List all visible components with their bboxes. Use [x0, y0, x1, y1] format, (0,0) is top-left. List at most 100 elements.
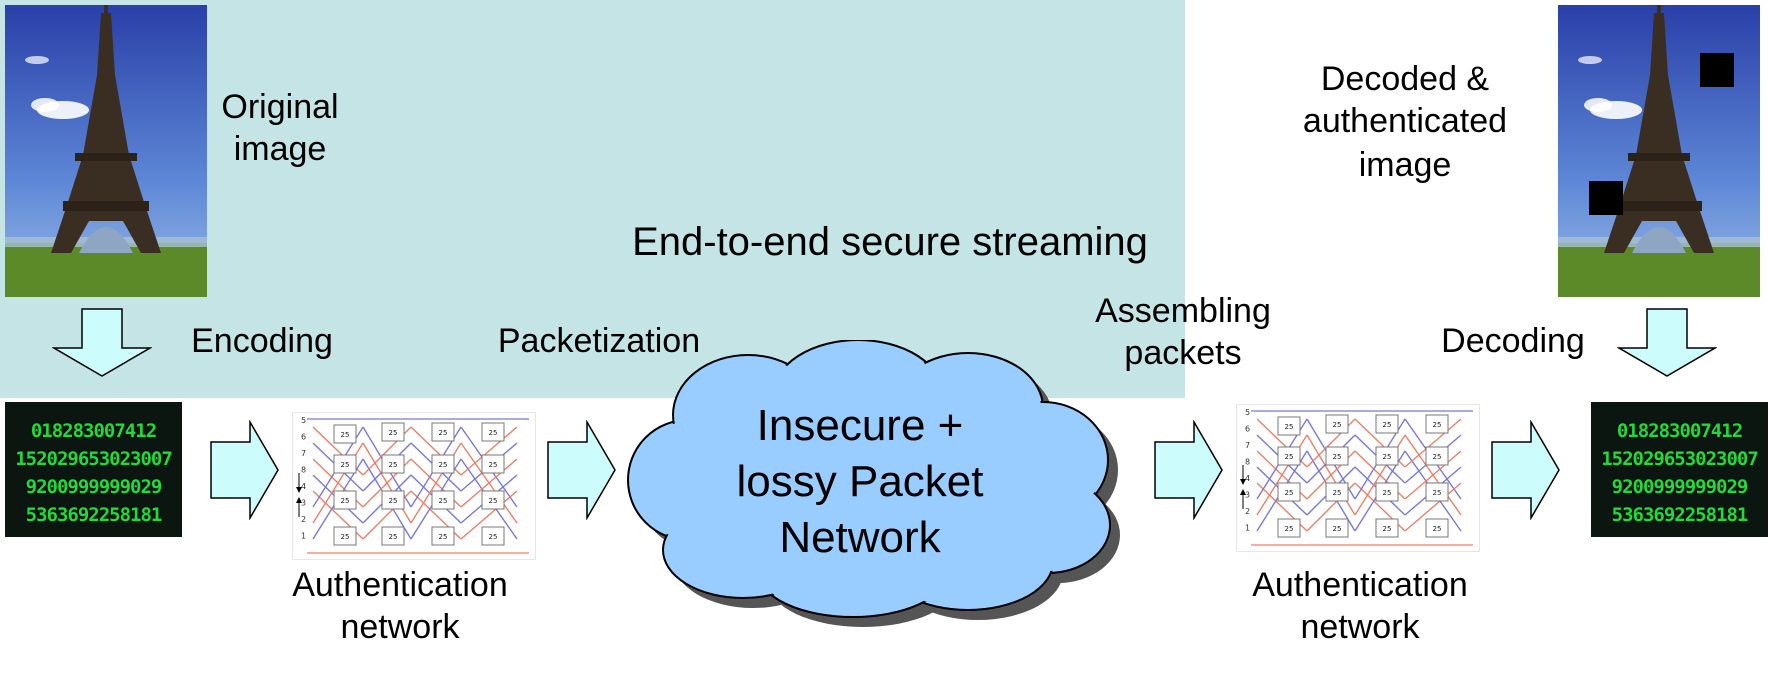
- wire-label: 7: [1245, 441, 1250, 450]
- wire-label: 8: [1245, 458, 1250, 467]
- coefficient-row: 018283007412: [1616, 420, 1743, 442]
- network-node-label: 25: [1333, 421, 1342, 429]
- network-node-label: 25: [439, 497, 448, 505]
- network-wire: [1404, 482, 1462, 532]
- assembling-label-line1: Assembling: [1095, 292, 1271, 330]
- network-node: [1325, 414, 1349, 434]
- wire-label: 6: [1245, 425, 1250, 434]
- network-node: [333, 424, 357, 444]
- network-node-label: 25: [389, 461, 398, 469]
- original-image: [5, 5, 207, 297]
- network-node: [1425, 482, 1449, 502]
- wire-label: 1: [1245, 524, 1250, 533]
- network-cloud: [608, 340, 1168, 630]
- auth-network-left-label-line1: Authentication: [292, 566, 508, 604]
- cloud-label-line1: Insecure +: [756, 401, 964, 450]
- network-wire: [1404, 418, 1462, 468]
- network-node-label: 25: [1383, 453, 1392, 461]
- right-arrow-icon: [547, 420, 617, 520]
- network-node: [1277, 446, 1301, 466]
- network-node: [1325, 482, 1349, 502]
- auth-network-right-label-line2: network: [1300, 608, 1420, 646]
- network-node-label: 25: [1433, 421, 1442, 429]
- coefficient-row: 152029653023007: [15, 448, 173, 470]
- encoding-label: Encoding: [191, 322, 333, 360]
- network-node: [1277, 518, 1301, 538]
- network-node: [481, 454, 505, 474]
- right-arrow-icon: [1491, 420, 1561, 520]
- network-node: [1375, 446, 1399, 466]
- network-node: [381, 454, 405, 474]
- wire-label: 7: [301, 449, 306, 458]
- wire-label: 4: [1245, 474, 1250, 483]
- network-node: [1375, 482, 1399, 502]
- direction-arrow: [1240, 479, 1246, 485]
- lost-block-marker: [1589, 181, 1623, 215]
- encoded-coefficients-left: 018283007412 152029653023007 92009999990…: [5, 402, 182, 537]
- wire-label: 8: [301, 466, 306, 475]
- network-node-label: 25: [1333, 489, 1342, 497]
- direction-arrow: [296, 487, 302, 493]
- network-node-label: 25: [1285, 525, 1294, 533]
- network-node: [1325, 446, 1349, 466]
- network-wire: [460, 426, 518, 476]
- network-node-label: 25: [389, 429, 398, 437]
- network-node: [381, 490, 405, 510]
- coefficient-row: 018283007412: [30, 420, 157, 442]
- network-node-label: 25: [439, 461, 448, 469]
- network-node: [481, 526, 505, 546]
- network-node-label: 25: [341, 497, 350, 505]
- network-node-label: 25: [1383, 421, 1392, 429]
- network-node: [1425, 446, 1449, 466]
- network-node-label: 25: [1383, 489, 1392, 497]
- wire-label: 2: [1245, 507, 1250, 516]
- network-node-label: 25: [389, 497, 398, 505]
- network-node: [333, 454, 357, 474]
- wire-label: 2: [301, 515, 306, 524]
- network-node-label: 25: [341, 461, 350, 469]
- cloud-label-line2: lossy Packet: [736, 457, 984, 506]
- wire-label: 4: [301, 482, 306, 491]
- coefficient-row: 9200999999029: [1611, 476, 1749, 498]
- down-arrow-icon: [1617, 308, 1717, 378]
- decoded-image-label-line1: Decoded &: [1320, 60, 1490, 98]
- assembling-label-line2: packets: [1124, 334, 1242, 372]
- direction-arrow: [296, 497, 302, 503]
- network-node-label: 25: [439, 429, 448, 437]
- wire-label: 5: [1245, 408, 1250, 417]
- network-node-label: 25: [1285, 423, 1294, 431]
- wire-label: 3: [301, 499, 306, 508]
- coefficient-row: 152029653023007: [1601, 448, 1759, 470]
- network-node: [381, 526, 405, 546]
- network-node: [431, 422, 455, 442]
- network-node-label: 25: [1433, 489, 1442, 497]
- right-arrow-icon: [1154, 420, 1224, 520]
- network-node: [481, 490, 505, 510]
- wire-label: 1: [301, 532, 306, 541]
- decoded-image-label-line3: image: [1358, 146, 1452, 184]
- network-node: [1375, 414, 1399, 434]
- network-node-label: 25: [1285, 453, 1294, 461]
- network-node-label: 25: [1285, 489, 1294, 497]
- coefficient-row: 9200999999029: [25, 476, 163, 498]
- coefficient-row: 5363692258181: [25, 504, 163, 526]
- network-wire: [460, 490, 518, 540]
- network-node: [1425, 414, 1449, 434]
- packetization-label: Packetization: [497, 322, 701, 360]
- network-node: [431, 526, 455, 546]
- network-wire: [1404, 450, 1462, 500]
- diagram-title: End-to-end secure streaming: [632, 220, 1148, 264]
- network-node-label: 25: [1333, 525, 1342, 533]
- network-node: [431, 490, 455, 510]
- coefficient-row: 5363692258181: [1611, 504, 1749, 526]
- network-node: [381, 422, 405, 442]
- network-node-label: 25: [489, 429, 498, 437]
- network-node-label: 25: [1433, 525, 1442, 533]
- network-node-label: 25: [341, 533, 350, 541]
- decoding-label: Decoding: [1441, 322, 1585, 360]
- right-arrow-icon: [210, 420, 280, 520]
- network-node-label: 25: [489, 461, 498, 469]
- network-node-label: 25: [489, 497, 498, 505]
